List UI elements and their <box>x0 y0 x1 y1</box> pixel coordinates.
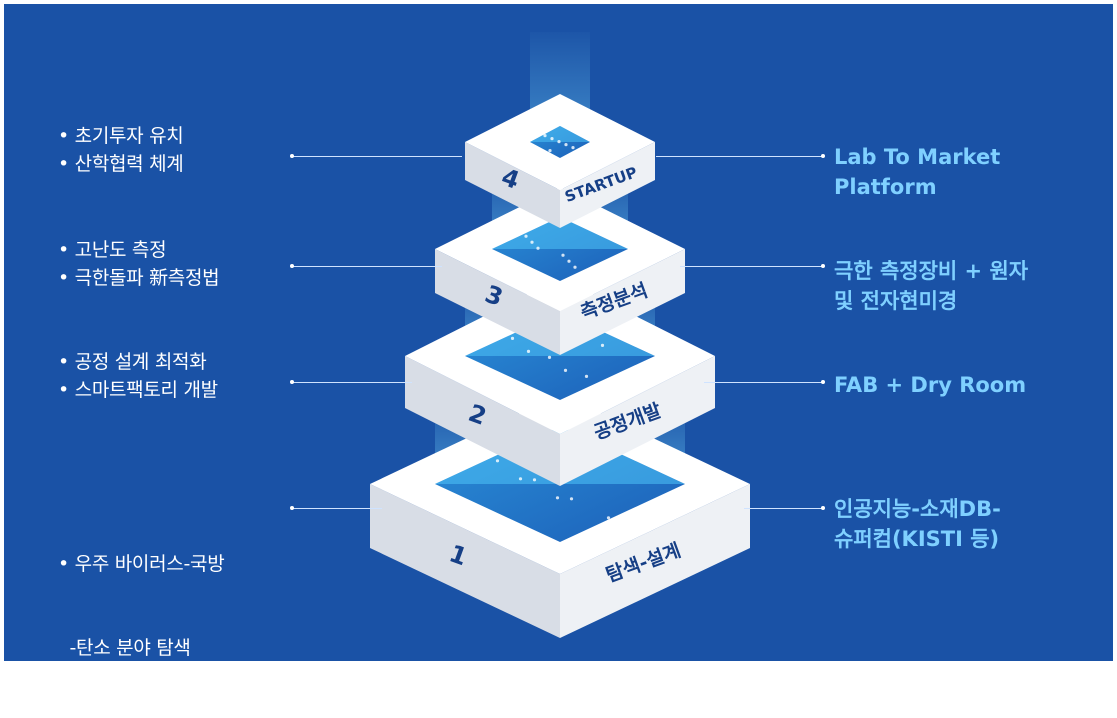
connector-dot <box>821 264 825 268</box>
connector-left-1 <box>292 508 382 509</box>
connector-dot <box>290 154 294 158</box>
connector-left-2 <box>292 382 412 383</box>
sparkle <box>563 368 568 372</box>
sparkle <box>569 497 574 501</box>
connector-dot <box>290 506 294 510</box>
connector-right-1 <box>744 508 824 509</box>
left-item: • 극한돌파 新측정법 <box>58 267 220 289</box>
sparkle <box>561 253 565 257</box>
connector-right-3 <box>680 266 824 267</box>
left-label-tier1: • 우주 바이러스-국방 -탄소 분야 탐색 <box>58 494 225 718</box>
right-line: FAB + Dry Room <box>834 373 1027 397</box>
connector-left-3 <box>292 266 442 267</box>
sparkle <box>584 374 589 378</box>
right-line: Platform <box>834 175 937 199</box>
connector-right-2 <box>704 382 824 383</box>
right-label-tier1: 인공지능-소재DB- 슈퍼컴(KISTI 등) <box>834 494 1001 554</box>
sparkle <box>564 143 568 147</box>
left-item: • 공정 설계 최적화 <box>58 351 207 373</box>
connector-dot <box>290 380 294 384</box>
connector-dot <box>290 264 294 268</box>
right-line: 및 전자현미경 <box>834 289 958 313</box>
block-left-face <box>405 356 560 486</box>
block-left-face <box>465 142 560 228</box>
connector-dot <box>821 506 825 510</box>
sparkle <box>606 516 611 520</box>
right-line: 인공지능-소재DB- <box>834 497 1001 521</box>
sparkle <box>524 234 528 238</box>
block-well-glow <box>530 126 590 142</box>
left-label-tier4: • 초기투자 유치 • 산학협력 체계 <box>58 122 184 178</box>
block-left-face <box>370 484 560 638</box>
sparkle <box>600 343 605 347</box>
block-right-face <box>560 142 655 228</box>
sparkle <box>536 246 540 250</box>
right-label-tier4: Lab To Market Platform <box>834 142 1000 202</box>
right-line: Lab To Market <box>834 145 1001 169</box>
sparkle <box>526 349 531 353</box>
sparkle <box>530 240 534 244</box>
sparkle <box>557 140 561 144</box>
right-label-tier3: 극한 측정장비 + 원자 및 전자현미경 <box>834 256 1028 316</box>
connector-dot <box>821 154 825 158</box>
connector-left-4 <box>292 156 462 157</box>
left-item: • 초기투자 유치 <box>58 125 184 147</box>
block-right-face <box>560 249 685 355</box>
sparkle <box>567 259 571 263</box>
block-right-face <box>560 484 750 638</box>
connector-right-4 <box>656 156 824 157</box>
left-item: • 우주 바이러스-국방 <box>58 553 225 575</box>
right-line: 슈퍼컴(KISTI 등) <box>834 527 1000 551</box>
left-item: • 스마트팩토리 개발 <box>58 379 218 401</box>
sparkle <box>518 477 523 481</box>
sparkle <box>573 265 577 269</box>
block-right-face <box>560 356 715 486</box>
right-line: 극한 측정장비 + 원자 <box>834 259 1029 283</box>
left-label-tier2: • 공정 설계 최적화 • 스마트팩토리 개발 <box>58 348 218 404</box>
sparkle <box>510 336 515 340</box>
block-well-glow <box>492 217 628 249</box>
sparkle <box>548 149 552 153</box>
right-label-tier2: FAB + Dry Room <box>834 370 1026 400</box>
sparkle <box>555 496 560 500</box>
block-left-face <box>435 249 560 355</box>
left-item: • 산학협력 체계 <box>58 153 184 175</box>
sparkle <box>547 355 552 359</box>
sparkle <box>495 459 500 463</box>
sparkle <box>550 137 554 141</box>
left-item: • 고난도 측정 <box>58 239 167 261</box>
left-item: -탄소 분야 탐색 <box>58 637 191 659</box>
sparkle <box>543 134 547 138</box>
connector-dot <box>821 380 825 384</box>
sparkle <box>571 146 575 150</box>
left-label-tier3: • 고난도 측정 • 극한돌파 新측정법 <box>58 236 220 292</box>
sparkle <box>532 478 537 482</box>
